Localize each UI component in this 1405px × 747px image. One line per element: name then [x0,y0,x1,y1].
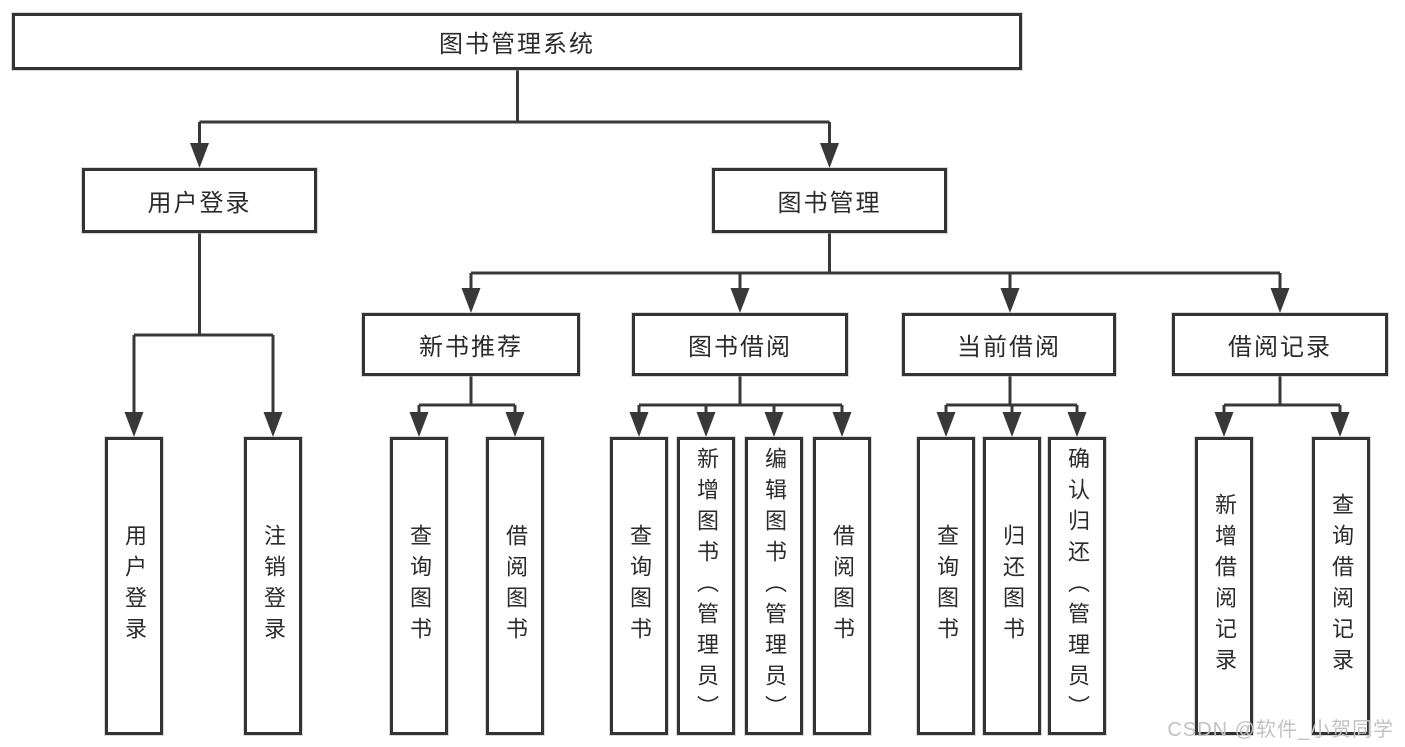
node-current-borrow: 当前借阅 [902,313,1116,376]
leaf-edit-book-admin: 编辑图书（管理员） [745,437,803,735]
leaf-user-login: 用户登录 [105,437,163,735]
leaf-label: 查询借阅记录 [1329,493,1354,679]
node-system-root: 图书管理系统 [12,13,1022,70]
leaf-add-borrow-record: 新增借阅记录 [1195,437,1253,735]
leaf-query-book: 查询图书 [917,437,975,735]
leaf-borrow-book: 借阅图书 [813,437,871,735]
node-label: 图书借阅 [688,334,792,361]
node-label: 用户登录 [147,190,252,217]
node-label: 图书管理系统 [439,31,595,58]
leaf-label: 注销登录 [261,524,286,648]
leaf-add-book-admin: 新增图书（管理员） [677,437,735,735]
node-book-borrow: 图书借阅 [632,313,848,376]
leaf-confirm-return-admin: 确认归还（管理员） [1048,437,1106,735]
leaf-label: 查询图书 [934,524,959,648]
node-label: 图书管理 [777,190,882,217]
node-label: 当前借阅 [957,334,1061,361]
leaf-borrow-book: 借阅图书 [486,437,544,735]
leaf-label: 新增借阅记录 [1212,493,1237,679]
leaf-label: 新增图书（管理员） [694,446,719,726]
node-borrow-record: 借阅记录 [1172,313,1388,376]
leaf-label: 查询图书 [407,524,432,648]
leaf-label: 查询图书 [627,524,652,648]
leaf-logout: 注销登录 [244,437,302,735]
node-book-management: 图书管理 [712,168,947,233]
leaf-label: 归还图书 [1000,524,1025,648]
leaf-query-borrow-record: 查询借阅记录 [1312,437,1370,735]
leaf-return-book: 归还图书 [983,437,1041,735]
node-label: 借阅记录 [1228,334,1332,361]
leaf-label: 确认归还（管理员） [1065,446,1090,726]
leaf-label: 编辑图书（管理员） [762,446,787,726]
leaf-query-book: 查询图书 [390,437,448,735]
leaf-label: 用户登录 [122,524,147,648]
node-label: 新书推荐 [419,334,523,361]
node-new-book-recommend: 新书推荐 [362,313,580,376]
node-user-login: 用户登录 [82,168,317,233]
csdn-watermark: CSDN @软件_小贺同学 [1167,719,1394,741]
leaf-query-book: 查询图书 [610,437,668,735]
leaf-label: 借阅图书 [830,524,855,648]
leaf-label: 借阅图书 [503,524,528,648]
